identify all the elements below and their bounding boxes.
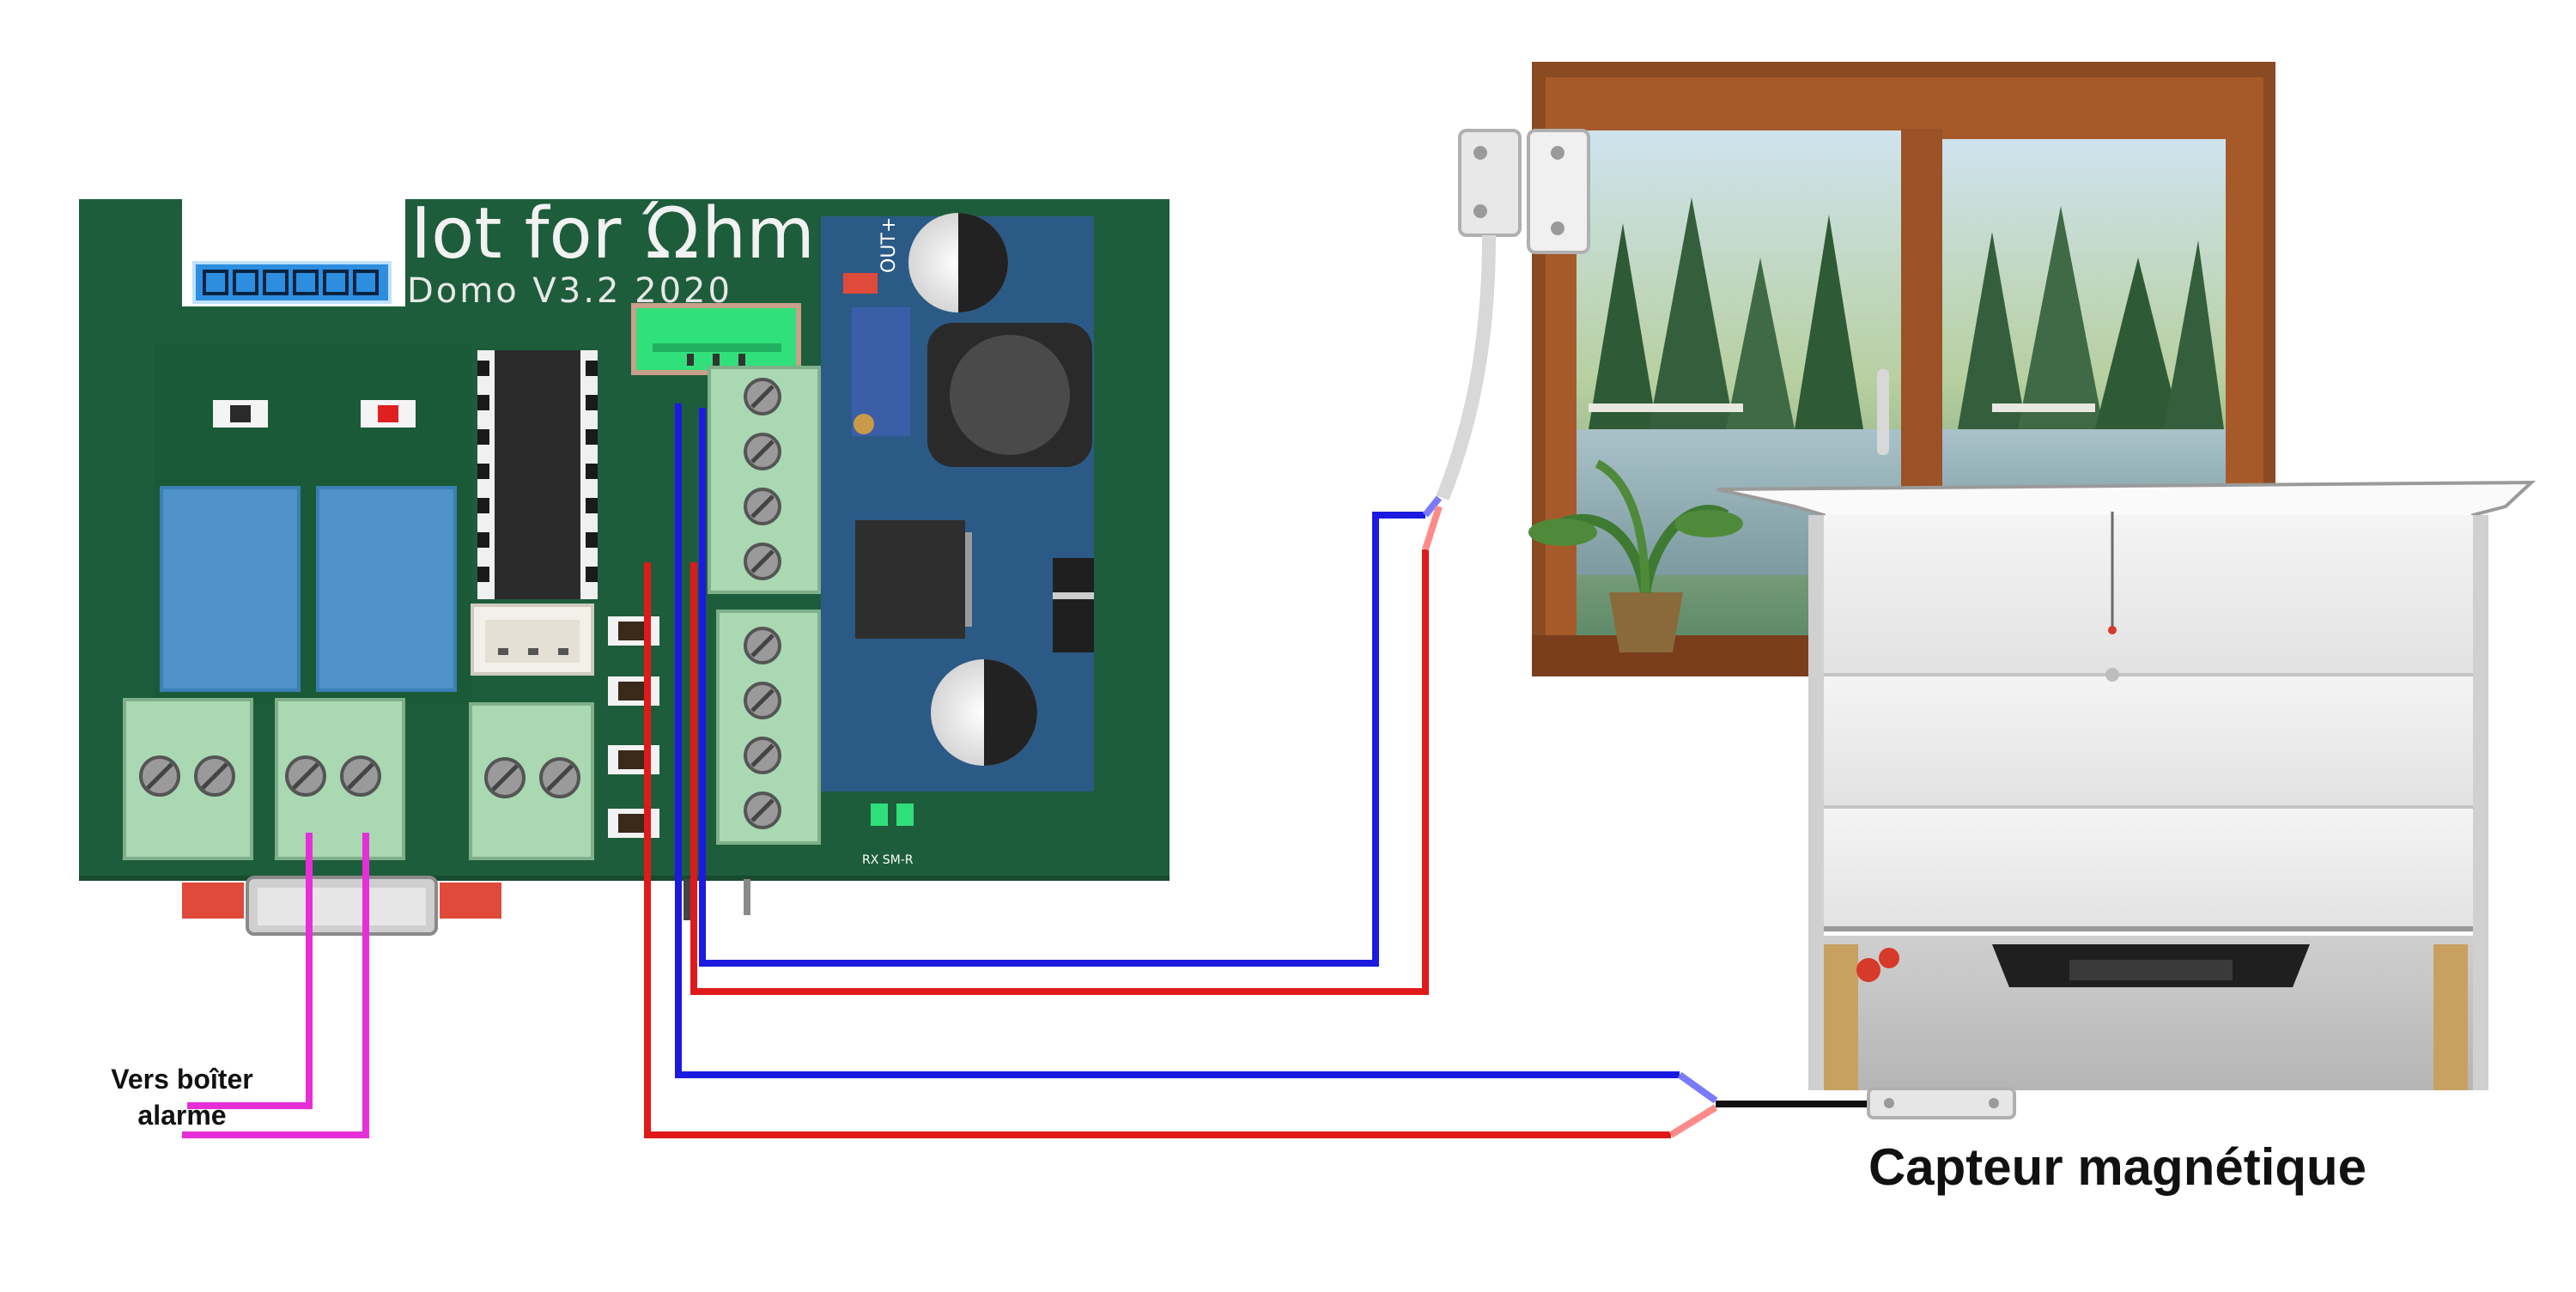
status-led-left [213, 400, 268, 428]
terminal-block-top-right [708, 366, 821, 594]
window-wire-blue [699, 408, 1425, 967]
usb-connector [182, 876, 501, 936]
pcb-board: Iot for Ώhm Domo V3.2 2020 [79, 193, 1170, 936]
programming-header [192, 261, 392, 304]
sensor-caption: Capteur magnétique [1868, 1138, 2366, 1196]
terminal-block-1 [123, 698, 253, 860]
garage-wire-red [644, 562, 1671, 1138]
alarm-label-line2: alarme [137, 1100, 226, 1131]
plant-icon [1528, 459, 1743, 652]
alarm-wire-1 [187, 833, 313, 1109]
reed-switch-icon [1436, 129, 1590, 500]
garage-door-icon [1716, 480, 2537, 1090]
garage-wire-blue [675, 403, 1680, 1078]
ic-chip [477, 350, 598, 599]
buck-converter-module: OUT+ RX SM-R [821, 213, 1094, 867]
sensor-header [631, 303, 801, 375]
alarm-label-line1: Vers boîter [111, 1064, 252, 1095]
terminal-block-bottom-right [716, 610, 821, 845]
relay-1 [160, 486, 301, 692]
window-icon [1528, 62, 2275, 676]
module-out-label: OUT+ [878, 217, 900, 273]
board-title: Iot for Ώhm [410, 193, 815, 275]
terminal-block-2 [275, 698, 405, 860]
alarm-wire-2 [182, 833, 369, 1138]
jst-connector [471, 604, 594, 676]
relay-2 [316, 486, 457, 692]
led-labels: RX SM-R [862, 853, 914, 867]
terminal-block-3 [469, 702, 594, 860]
car-icon [1992, 944, 2310, 987]
window-wire-red [690, 549, 1429, 995]
status-led-right [361, 400, 416, 428]
garage-reed-sensor-icon [1867, 1087, 2016, 1119]
wiring [182, 403, 1872, 1138]
